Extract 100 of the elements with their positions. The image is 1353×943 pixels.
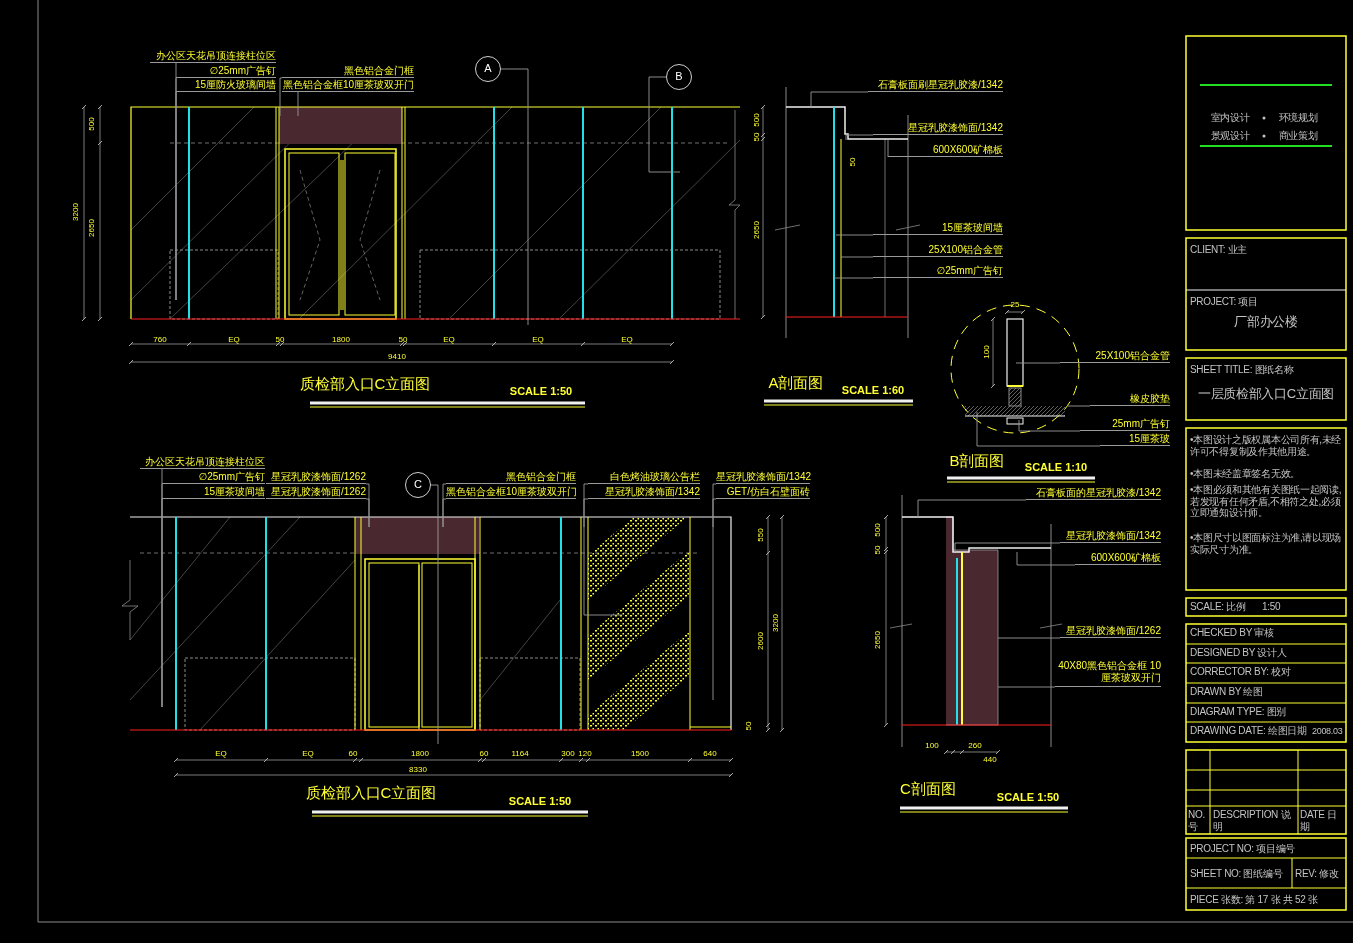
leader-line	[833, 277, 874, 279]
callout-label: 40X80黑色铝合金框 10厘茶玻双开门	[1055, 660, 1161, 687]
callout-label: 石膏板面的星冠乳胶漆/1342	[1026, 487, 1161, 500]
table-header: DESCRIPTION 说明	[1213, 809, 1292, 832]
dimension-text: EQ	[228, 335, 240, 345]
callout-label: 白色烤油玻璃公告栏	[588, 471, 700, 484]
leader-line	[997, 686, 1056, 688]
scale-text: SCALE 1:50	[996, 790, 1060, 804]
leader-line	[1016, 551, 1076, 566]
callout-label: 黑色铝合金门框	[282, 65, 414, 78]
dimension-text: 50	[873, 545, 883, 555]
dimension-text: 2650	[752, 221, 762, 239]
title-block-text: SHEET NO: 图纸编号	[1190, 868, 1283, 880]
callout-label: 星冠乳胶漆饰面/1342	[873, 122, 1003, 135]
dimension-text: EQ	[443, 335, 455, 345]
drawing-title: B剖面图	[949, 452, 1005, 470]
dimension-text: 1800	[411, 749, 429, 759]
dimension-text: 50	[744, 721, 754, 731]
leader-line	[430, 484, 439, 745]
dimension-text: 1800	[332, 335, 350, 345]
service-text: 室内设计	[1210, 112, 1250, 124]
callout-label: 橡皮胶垫	[1090, 393, 1170, 406]
leader-line	[583, 498, 589, 528]
title-block-text: 2008.03	[1312, 726, 1343, 737]
scale-text: SCALE 1:60	[841, 383, 905, 397]
callout-label: 600X600矿棉板	[1075, 552, 1161, 565]
scale-text: SCALE 1:50	[508, 794, 572, 808]
dimension-text: 60	[479, 749, 489, 759]
dimension-text: 2650	[873, 631, 883, 649]
leader-line	[976, 411, 1101, 447]
title-block-text: PIECE 张数: 第 17 张 共 52 张	[1190, 894, 1318, 906]
leader-line	[648, 76, 681, 173]
title-block-text: DIAGRAM TYPE: 图别	[1190, 706, 1287, 718]
title-block-text: DRAWN BY 绘图	[1190, 686, 1263, 698]
title-block-text: DRAWING DATE: 绘图日期	[1190, 725, 1307, 737]
dimension-text: 60	[348, 749, 358, 759]
callout-label: 办公区天花吊顶连接柱位区	[140, 456, 265, 469]
callout-label: ∅25mm广告钉	[873, 265, 1003, 278]
drawing-title: 质检部入口C立面图	[305, 784, 437, 802]
title-block-text: 1:50	[1262, 601, 1281, 613]
callout-label: 15厘防火玻璃间墙	[176, 79, 276, 92]
leader-line	[810, 91, 869, 108]
dimension-text: 8330	[409, 765, 427, 775]
callout-label: 星冠乳胶漆饰面/1262	[266, 486, 366, 499]
title-block-text: PROJECT: 项目	[1190, 296, 1258, 308]
leader-line	[917, 499, 1027, 518]
dimension-text: 640	[703, 749, 717, 759]
dimension-text: EQ	[302, 749, 314, 759]
dimension-text: 9410	[388, 352, 406, 362]
sheet-title: 一层质检部入口C立面图	[1197, 386, 1335, 402]
leader-line	[840, 256, 874, 258]
callout-label: 星冠乳胶漆饰面/1342	[716, 471, 810, 484]
dimension-text: 500	[752, 113, 762, 127]
note-text: •本图尺寸以图面标注为准,请以现场实际尺寸为准。	[1190, 532, 1342, 555]
leader-line	[712, 498, 717, 701]
title-block-text: CHECKED BY 审核	[1190, 627, 1274, 639]
drawing-title: C剖面图	[900, 780, 956, 798]
dimension-text: 3200	[71, 203, 81, 221]
dimension-text: EQ	[215, 749, 227, 759]
note-text: •本图设计之版权属本公司所有,未经许可不得复制及作其他用途。	[1190, 434, 1342, 457]
note-text: •本图未经盖章签名无效。	[1190, 468, 1301, 480]
title-block-text: DESIGNED BY 设计人	[1190, 647, 1287, 659]
leader-line	[845, 134, 874, 141]
scale-text: SCALE 1:10	[1024, 460, 1088, 474]
title-block-text: PROJECT NO: 项目编号	[1190, 843, 1296, 855]
callout-label: 15厘茶玻间墙	[162, 486, 265, 499]
callout-label: 黑色铝合金框10厘茶玻双开门	[282, 79, 414, 92]
leader-line	[583, 483, 623, 616]
table-header: DATE 日期	[1300, 809, 1338, 832]
project-name: 厂部办公楼	[1234, 314, 1298, 330]
dimension-text: 260	[968, 741, 982, 751]
leader-line	[297, 91, 299, 117]
callout-label: 15厘茶玻	[1100, 433, 1170, 446]
leader-line	[997, 637, 1061, 639]
dimension-text: 100	[925, 741, 939, 751]
callout-label: 星冠乳胶漆饰面/1262	[1060, 625, 1161, 638]
service-text: 环境规划	[1278, 112, 1318, 124]
title-block-text: SHEET TITLE: 图纸名称	[1190, 364, 1294, 376]
leader-line	[365, 498, 370, 528]
leader-line	[835, 234, 874, 236]
title-block-text: REV: 修改	[1295, 868, 1339, 880]
dimension-text: 1164	[511, 749, 529, 759]
dimension-text: 2600	[756, 632, 766, 650]
dimension-text: EQ	[532, 335, 544, 345]
dimension-text: 50	[752, 132, 762, 142]
callout-label: 25X100铝合金管	[873, 244, 1003, 257]
leader-line	[1018, 419, 1081, 432]
dimension-text: 2650	[87, 219, 97, 237]
callout-label: 15厘茶玻间墙	[873, 222, 1003, 235]
callout-label: 黑色铝合金框10厘茶玻双开门	[446, 486, 576, 499]
dimension-text: 760	[153, 335, 167, 345]
dimension-text: 50	[848, 157, 858, 167]
callout-label: 星冠乳胶漆饰面/1262	[266, 471, 366, 484]
callout-label: 25X100铝合金管	[1060, 350, 1170, 363]
dimension-text: 500	[873, 523, 883, 537]
dimension-text: 50	[398, 335, 408, 345]
dimension-text: EQ	[621, 335, 633, 345]
leader-line	[500, 68, 529, 326]
callout-label: 石膏板面刷星冠乳胶漆/1342	[868, 79, 1003, 92]
leader-line	[887, 139, 889, 158]
